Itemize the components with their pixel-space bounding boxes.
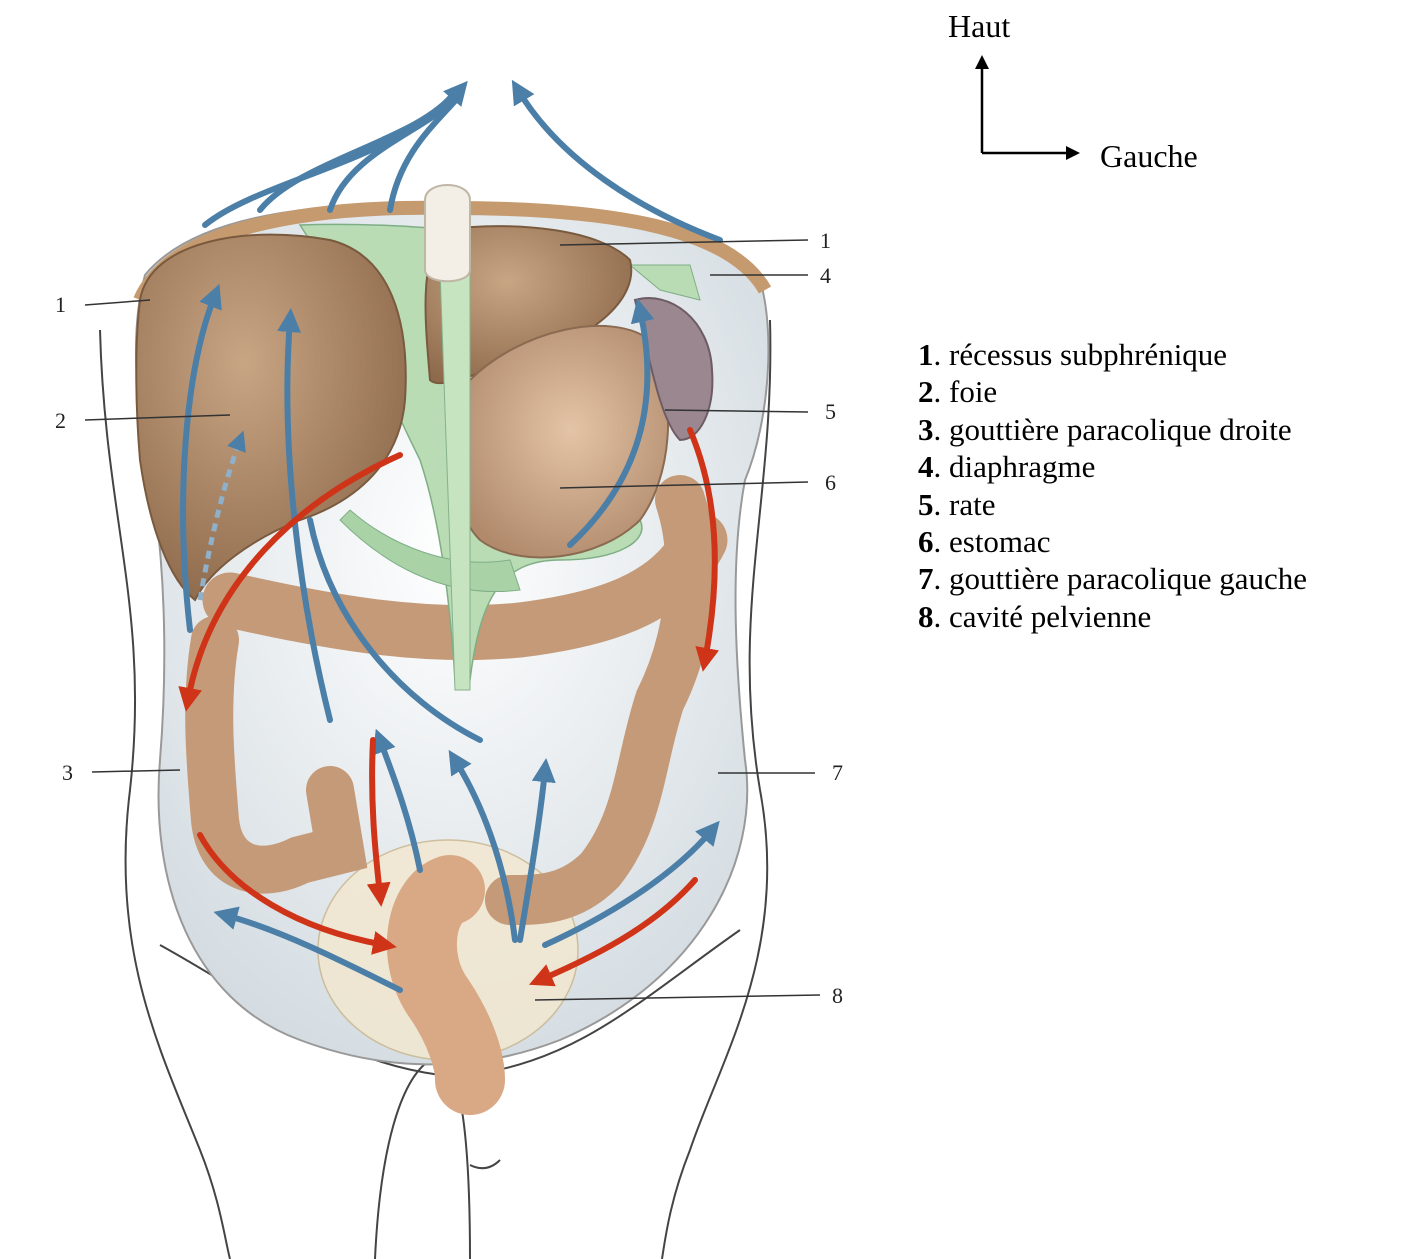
callout-4: 4 xyxy=(820,263,831,288)
callout-3: 3 xyxy=(62,760,73,785)
callout-7: 7 xyxy=(832,760,843,785)
legend-item: 8. cavité pelvienne xyxy=(918,598,1307,635)
callout-6: 6 xyxy=(825,470,836,495)
legend: 1. récessus subphrénique 2. foie 3. gout… xyxy=(918,336,1307,635)
orientation-left-label: Gauche xyxy=(1100,138,1198,175)
legend-item: 7. gouttière paracolique gauche xyxy=(918,560,1307,597)
legend-item: 5. rate xyxy=(918,486,1307,523)
orientation-arrows xyxy=(960,55,1090,165)
legend-item: 6. estomac xyxy=(918,523,1307,560)
callout-2: 2 xyxy=(55,408,66,433)
legend-item: 4. diaphragme xyxy=(918,448,1307,485)
callout-1-left: 1 xyxy=(55,292,66,317)
callout-1-top: 1 xyxy=(820,228,831,253)
legend-item: 2. foie xyxy=(918,373,1307,410)
peritoneal-circulation-illustration: 1 1 4 2 5 6 3 7 8 xyxy=(0,0,900,1259)
callout-8: 8 xyxy=(832,983,843,1008)
legend-item: 3. gouttière paracolique droite xyxy=(918,411,1307,448)
orientation-up-label: Haut xyxy=(948,8,1010,45)
probe xyxy=(425,185,470,281)
callout-5: 5 xyxy=(825,399,836,424)
legend-item: 1. récessus subphrénique xyxy=(918,336,1307,373)
